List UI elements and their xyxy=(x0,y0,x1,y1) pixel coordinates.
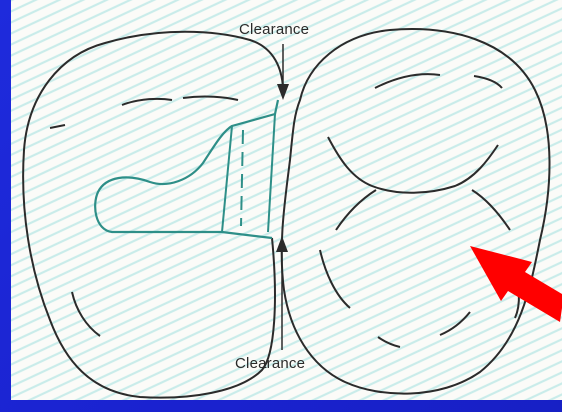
clearance-label-bottom: Clearance xyxy=(235,355,305,372)
diagram-panel: Clearance Clearance xyxy=(11,0,562,400)
clearance-label-top: Clearance xyxy=(239,21,309,38)
tooth-diagram xyxy=(11,0,562,400)
hatched-background xyxy=(11,0,562,400)
